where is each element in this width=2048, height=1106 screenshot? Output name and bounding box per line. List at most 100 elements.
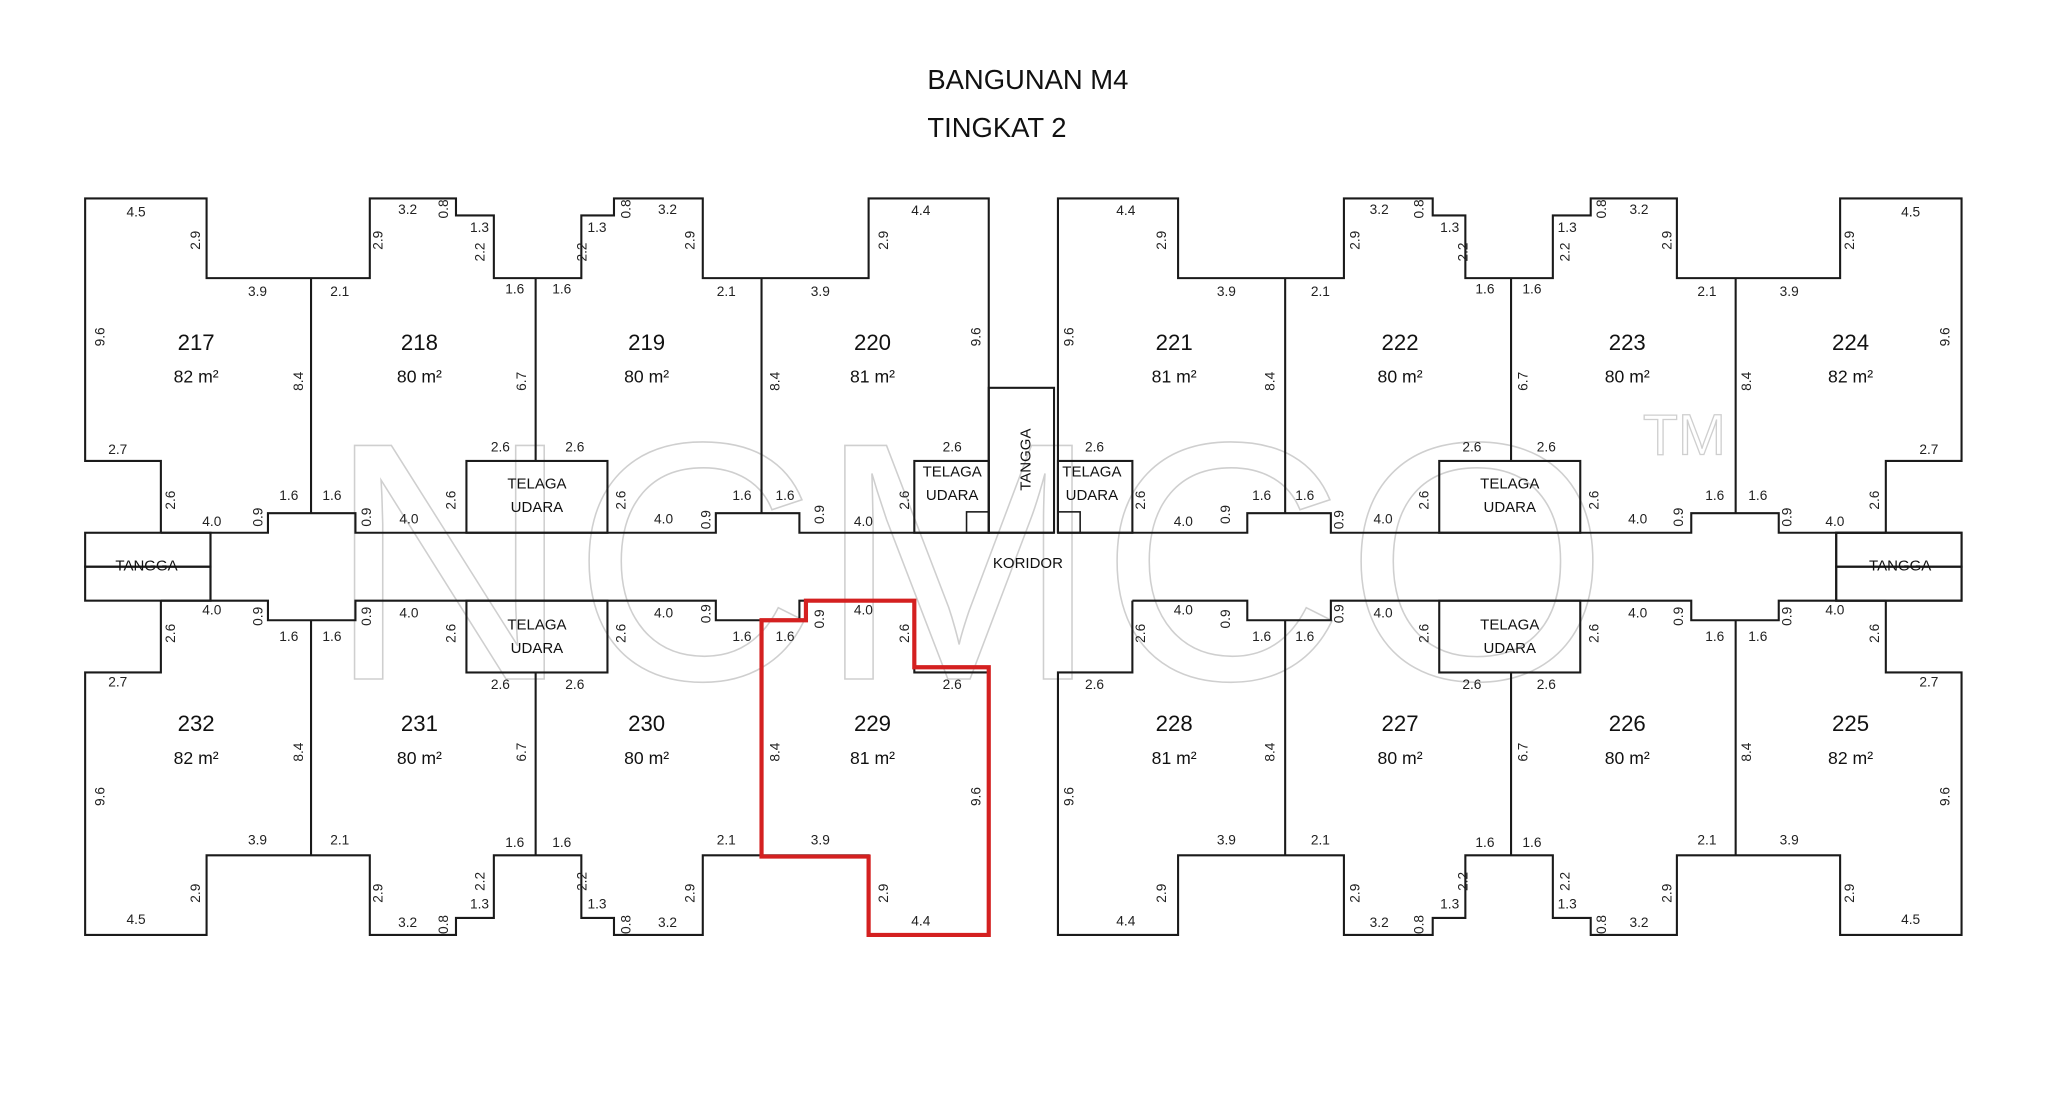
unit-area: 80 m² <box>1605 367 1650 387</box>
dimension-label: 2.2 <box>1456 872 1471 891</box>
unit-number[interactable]: 230 <box>628 711 665 736</box>
dimension-label: 1.6 <box>322 629 341 644</box>
unit-area: 80 m² <box>624 748 669 768</box>
unit-number[interactable]: 232 <box>178 711 215 736</box>
dimension-label: 1.6 <box>1295 629 1314 644</box>
dimension-label: 0.9 <box>1218 609 1233 628</box>
dimension-label: 2.6 <box>1417 623 1432 642</box>
dimension-label: 4.5 <box>1901 204 1920 219</box>
stair-right <box>1835 531 1963 602</box>
dimension-label: 2.9 <box>1842 231 1857 250</box>
unit-area: 81 m² <box>850 748 895 768</box>
dimension-label: 2.6 <box>897 490 912 509</box>
dimension-label: 3.2 <box>658 915 677 930</box>
unit-number[interactable]: 221 <box>1156 330 1193 355</box>
dimension-label: 0.9 <box>698 510 713 529</box>
air-well-label: UDARA <box>511 640 564 657</box>
dimension-label: 1.6 <box>1252 488 1271 503</box>
dimension-label: 2.6 <box>444 490 459 509</box>
dimension-label: 2.1 <box>330 284 349 299</box>
floor-title: TINGKAT 2 <box>927 112 1066 143</box>
dimension-label: 8.4 <box>768 742 783 761</box>
dimension-label: 0.9 <box>359 607 374 626</box>
dimension-label: 1.6 <box>732 629 751 644</box>
dimension-label: 1.6 <box>732 488 751 503</box>
air-well-label: TELAGA <box>1480 475 1539 492</box>
dimension-label: 1.3 <box>1440 220 1459 235</box>
watermark: NCMCO <box>327 372 1609 751</box>
dimension-label: 0.9 <box>1671 607 1686 626</box>
exterior-wall <box>1056 197 1963 533</box>
dimension-label: 2.2 <box>574 242 589 261</box>
dimension-label: 6.7 <box>1516 372 1531 391</box>
dimension-label: 1.6 <box>505 835 524 850</box>
dimension-label: 3.9 <box>1217 833 1236 848</box>
dimension-label: 3.2 <box>1370 915 1389 930</box>
stair-label: TANGGA <box>115 558 177 575</box>
dimension-label: 2.6 <box>613 490 628 509</box>
dimension-label: 2.6 <box>1462 677 1481 692</box>
dimension-label: 4.0 <box>202 514 221 529</box>
air-well-label: TELAGA <box>507 616 566 633</box>
dimension-label: 3.9 <box>811 284 830 299</box>
duct <box>1057 511 1081 534</box>
dimension-label: 2.9 <box>683 884 698 903</box>
dimension-label: 1.6 <box>279 629 298 644</box>
highlighted-unit-outline[interactable] <box>759 598 991 938</box>
dimension-label: 1.6 <box>1252 629 1271 644</box>
unit-number[interactable]: 222 <box>1382 330 1419 355</box>
unit-number[interactable]: 226 <box>1609 711 1646 736</box>
dimension-label: 1.3 <box>1558 897 1577 912</box>
dimension-label: 2.2 <box>472 242 487 261</box>
dimension-label: 4.5 <box>127 204 146 219</box>
dimension-label: 2.2 <box>1558 242 1573 261</box>
dimension-label: 1.6 <box>279 488 298 503</box>
corridor-wall <box>160 512 989 534</box>
dimension-label: 2.6 <box>491 440 510 455</box>
corridor-wall <box>1057 512 1886 534</box>
dimension-label: 0.9 <box>1780 607 1795 626</box>
unit-number[interactable]: 218 <box>401 330 438 355</box>
dimension-label: 2.9 <box>1842 884 1857 903</box>
dimension-label: 1.6 <box>552 282 571 297</box>
dimension-label: 9.6 <box>969 327 984 346</box>
unit-number[interactable]: 225 <box>1832 711 1869 736</box>
unit-number[interactable]: 220 <box>854 330 891 355</box>
dimension-label: 2.1 <box>1697 284 1716 299</box>
dimension-label: 0.9 <box>812 505 827 524</box>
air-well-label: UDARA <box>1066 487 1119 504</box>
unit-area: 82 m² <box>174 748 219 768</box>
dimension-label: 4.4 <box>911 203 930 218</box>
dimension-label: 4.0 <box>1825 514 1844 529</box>
unit-number[interactable]: 231 <box>401 711 438 736</box>
dimension-label: 2.1 <box>330 833 349 848</box>
air-well <box>1438 459 1582 534</box>
unit-number[interactable]: 217 <box>178 330 215 355</box>
dimension-label: 4.0 <box>1825 603 1844 618</box>
dimension-label: 2.9 <box>1154 231 1169 250</box>
dimension-label: 2.7 <box>1919 442 1938 457</box>
dimension-label: 2.6 <box>1085 677 1104 692</box>
dimension-label: 9.6 <box>1061 327 1076 346</box>
air-well-label: TELAGA <box>1062 464 1121 481</box>
dimension-label: 2.9 <box>683 231 698 250</box>
dimension-label: 1.3 <box>1440 897 1459 912</box>
unit-number[interactable]: 224 <box>1832 330 1869 355</box>
unit-number[interactable]: 229 <box>854 711 891 736</box>
dimension-label: 3.9 <box>811 833 830 848</box>
dimension-label: 2.6 <box>1417 490 1432 509</box>
dimension-label: 1.6 <box>1522 282 1541 297</box>
unit-number[interactable]: 228 <box>1156 711 1193 736</box>
unit-number[interactable]: 223 <box>1609 330 1646 355</box>
unit-area: 80 m² <box>397 367 442 387</box>
dimension-label: 1.6 <box>505 282 524 297</box>
dimension-label: 1.6 <box>1705 488 1724 503</box>
dimension-label: 2.6 <box>1133 623 1148 642</box>
unit-number[interactable]: 227 <box>1382 711 1419 736</box>
dimension-label: 2.6 <box>897 623 912 642</box>
dimension-label: 1.6 <box>1705 629 1724 644</box>
unit-number[interactable]: 219 <box>628 330 665 355</box>
dimension-label: 0.8 <box>1411 915 1426 934</box>
dimension-label: 4.4 <box>1116 914 1135 929</box>
air-well-small <box>1056 459 1134 534</box>
